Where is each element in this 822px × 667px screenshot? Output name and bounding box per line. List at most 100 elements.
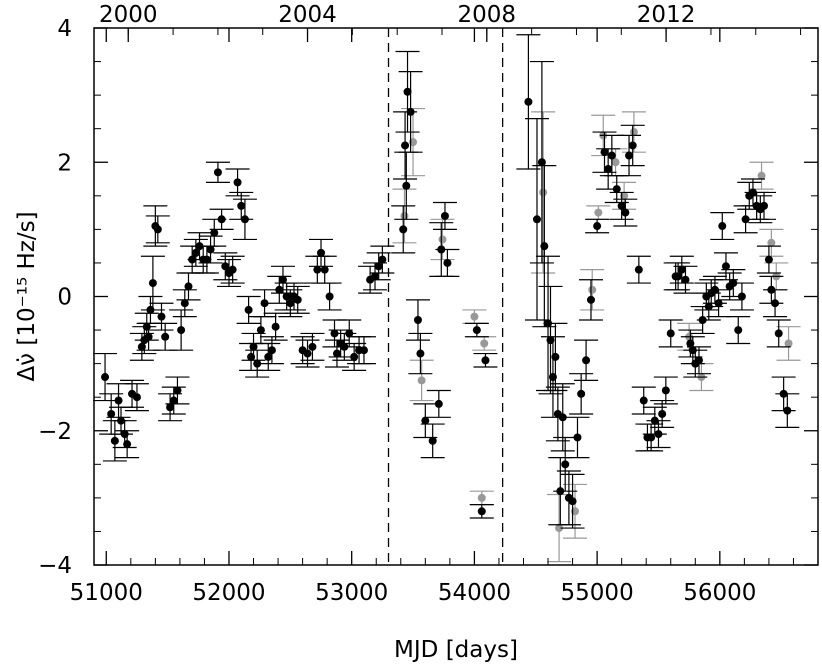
- data-point: [209, 208, 234, 230]
- top-tick-label: 2008: [458, 2, 517, 28]
- marker: [169, 396, 178, 405]
- data-point: [752, 191, 777, 220]
- marker: [253, 359, 262, 368]
- y-tick-label: −2: [38, 419, 72, 445]
- data-point: [145, 215, 170, 244]
- marker: [317, 248, 326, 257]
- marker: [600, 148, 609, 157]
- marker: [313, 265, 322, 274]
- data-point: [759, 228, 784, 257]
- data-point: [653, 376, 678, 405]
- marker: [293, 295, 302, 304]
- marker: [561, 460, 570, 469]
- marker: [237, 201, 246, 210]
- marker: [114, 396, 123, 405]
- data-point: [532, 165, 557, 328]
- marker: [325, 292, 334, 301]
- x-tick-label: 55000: [561, 580, 634, 606]
- y-tick-label: 4: [57, 16, 72, 42]
- marker: [714, 299, 723, 308]
- marker: [477, 507, 486, 516]
- top-tick-label: 2000: [99, 2, 158, 28]
- data-point: [556, 470, 581, 526]
- marker: [213, 168, 222, 177]
- data-point: [408, 332, 433, 375]
- marker: [260, 299, 269, 308]
- data-point: [409, 359, 434, 402]
- data-point: [426, 389, 451, 418]
- data-point: [282, 282, 307, 311]
- data-point: [565, 416, 590, 459]
- data-point: [592, 131, 617, 173]
- marker: [524, 97, 533, 106]
- marker: [308, 342, 317, 351]
- marker: [764, 255, 773, 264]
- data-point: [574, 339, 599, 382]
- marker: [771, 299, 780, 308]
- marker: [440, 211, 449, 220]
- marker: [625, 151, 634, 160]
- data-point: [124, 383, 149, 412]
- marker: [177, 326, 186, 335]
- data-point: [763, 289, 788, 318]
- marker: [540, 242, 549, 251]
- data-point: [650, 399, 675, 428]
- data-point: [658, 319, 683, 348]
- data-point: [102, 420, 127, 462]
- marker: [123, 440, 132, 449]
- data-point: [285, 285, 310, 314]
- data-point: [775, 393, 800, 428]
- x-tick-label: 54000: [438, 580, 511, 606]
- marker: [551, 352, 560, 361]
- marker: [378, 255, 387, 264]
- data-point: [245, 349, 270, 378]
- data-point: [220, 255, 245, 284]
- marker: [537, 158, 546, 167]
- y-axis-title: Δν̇ [10⁻¹⁵ Hz/s]: [14, 211, 40, 381]
- data-point: [176, 272, 201, 301]
- marker: [249, 342, 258, 351]
- data-point: [639, 423, 664, 452]
- data-point: [569, 373, 594, 415]
- marker: [737, 292, 746, 301]
- data-point: [232, 198, 257, 241]
- data-point: [115, 430, 140, 459]
- data-point: [631, 386, 656, 415]
- data-point: [578, 279, 603, 321]
- marker: [666, 329, 675, 338]
- marker: [573, 433, 582, 442]
- marker: [399, 225, 408, 234]
- x-tick-label: 53000: [315, 580, 388, 606]
- marker: [413, 315, 422, 324]
- data-point: [392, 188, 417, 244]
- marker: [757, 171, 766, 180]
- data-point: [620, 124, 645, 167]
- marker: [481, 356, 490, 365]
- data-point: [462, 309, 487, 324]
- marker: [555, 524, 564, 533]
- data-point: [405, 299, 430, 341]
- data-point: [413, 403, 438, 439]
- marker: [681, 275, 690, 284]
- data-point: [560, 473, 585, 529]
- marker: [760, 201, 769, 210]
- data-point: [469, 503, 494, 519]
- data-point: [469, 490, 494, 506]
- marker: [202, 255, 211, 264]
- data-point: [617, 134, 642, 177]
- marker: [639, 396, 648, 405]
- marker: [694, 356, 703, 365]
- data-point: [300, 332, 325, 361]
- marker: [286, 299, 295, 308]
- marker: [480, 339, 489, 348]
- data-point: [270, 265, 295, 294]
- marker: [784, 339, 793, 348]
- data-point: [540, 336, 565, 418]
- marker: [271, 322, 280, 331]
- marker: [264, 352, 273, 361]
- marker: [568, 497, 577, 506]
- data-point: [666, 262, 691, 291]
- data-point: [366, 252, 391, 281]
- marker: [629, 128, 638, 137]
- marker: [240, 215, 249, 224]
